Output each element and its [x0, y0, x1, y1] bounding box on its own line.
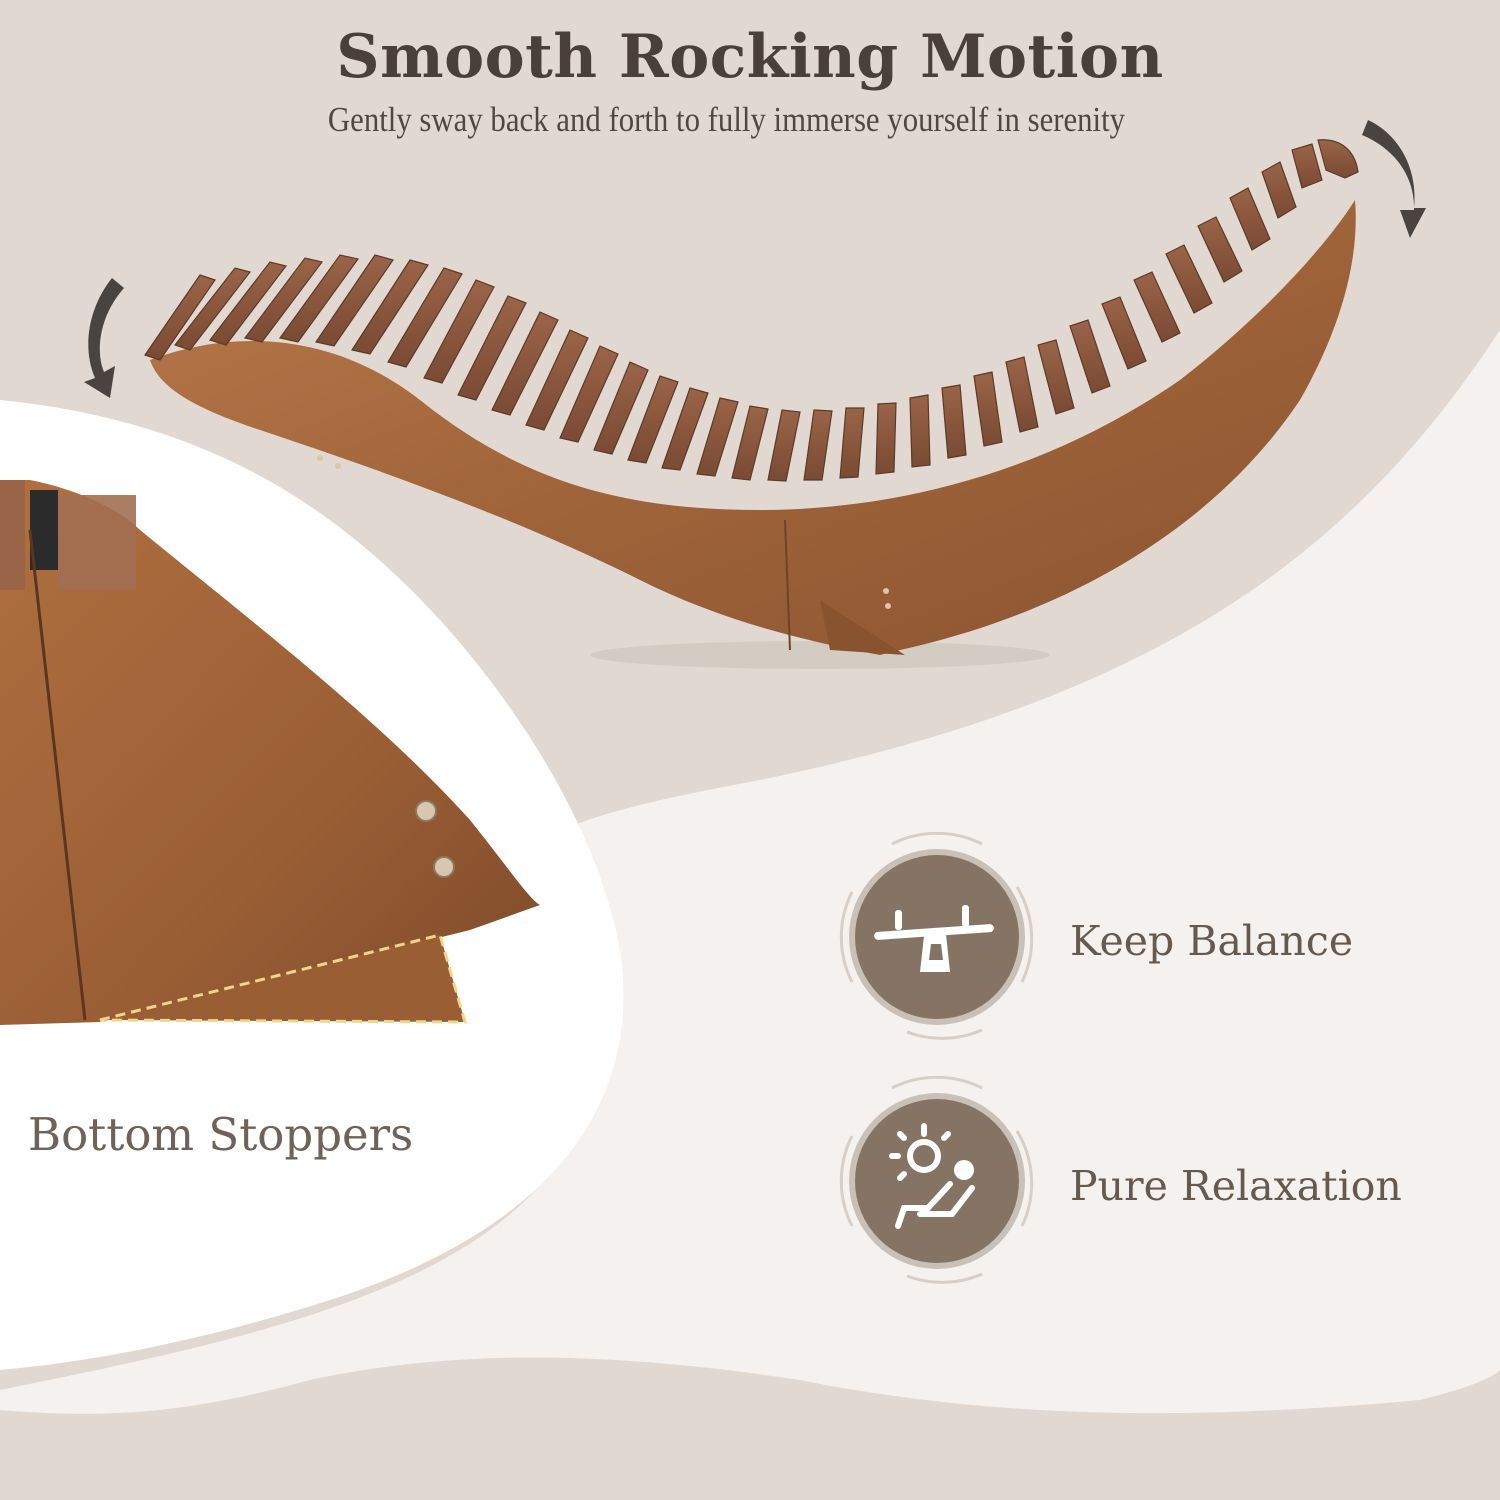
- page-subtitle: Gently sway back and forth to fully imme…: [327, 100, 1126, 139]
- bottom-stoppers-label: Bottom Stoppers: [28, 1108, 414, 1161]
- feature-label-pure-relaxation: Pure Relaxation: [1070, 1162, 1402, 1210]
- sun-lounger-relax-icon: [839, 1076, 1034, 1284]
- curved-arrow-left-icon: [84, 278, 124, 398]
- page-title: Smooth Rocking Motion: [336, 22, 1164, 92]
- feature-label-keep-balance: Keep Balance: [1070, 917, 1354, 965]
- curved-arrow-right-icon: [1362, 120, 1426, 238]
- seesaw-icon: [839, 832, 1034, 1040]
